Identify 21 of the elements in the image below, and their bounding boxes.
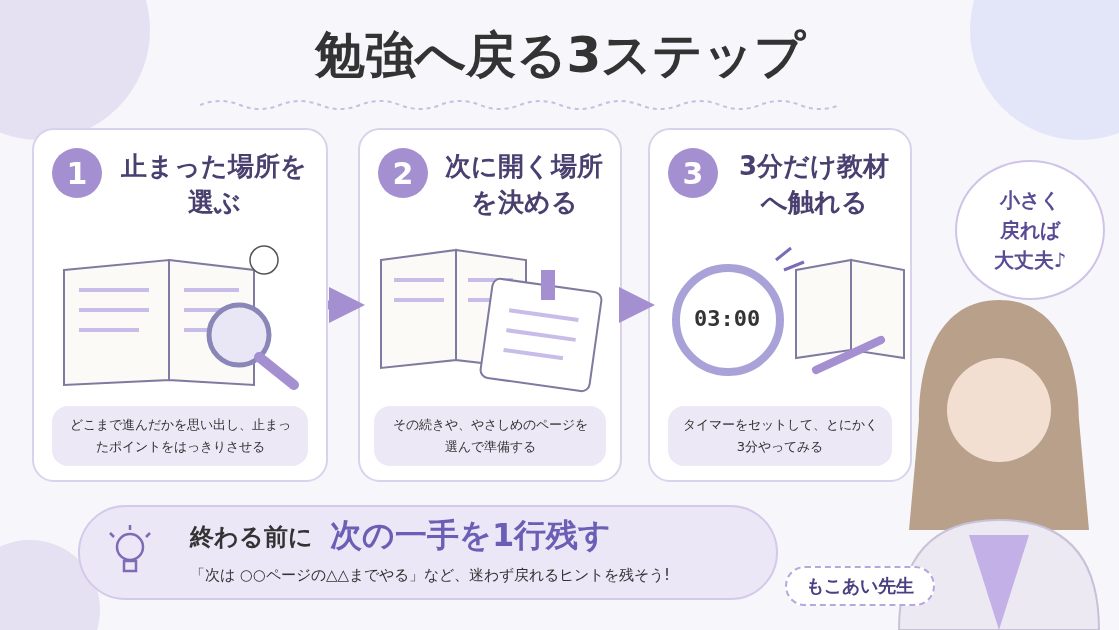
- banner-heading-emphasis: 次の一手を1行残す: [330, 515, 612, 556]
- step-card: [358, 128, 622, 482]
- speech-bubble: 小さく戻れば大丈夫♪: [955, 160, 1105, 300]
- step-number: 1: [52, 148, 102, 198]
- arrow: [328, 287, 365, 323]
- clock-display: 03:00: [694, 306, 761, 331]
- step-card: [648, 128, 912, 482]
- banner-heading: 終わる前に: [190, 522, 313, 553]
- banner-note: 「次は ○○ページの△△までやる」など、迷わず戻れるヒントを残そう!: [190, 565, 671, 586]
- step-number: 2: [378, 148, 428, 198]
- step-number: 3: [668, 148, 718, 198]
- title: 勉強へ戻る3ステップ: [313, 25, 807, 86]
- description-box: どこまで進んだかを思い出し、止まったポイントをはっきりさせる: [52, 406, 308, 466]
- step-heading: 次に開く場所を決める: [444, 150, 604, 219]
- step-heading: 3分だけ教材へ触れる: [737, 150, 891, 219]
- step-heading: 止まった場所を選ぶ: [120, 150, 308, 219]
- description-box: その続きや、やさしめのページを選んで準備する: [374, 406, 606, 466]
- description-box: タイマーをセットして、とにかく3分やってみる: [668, 406, 892, 466]
- name-tag: もこあい先生: [785, 566, 935, 606]
- arrow: [619, 287, 655, 323]
- step-card: [32, 128, 328, 482]
